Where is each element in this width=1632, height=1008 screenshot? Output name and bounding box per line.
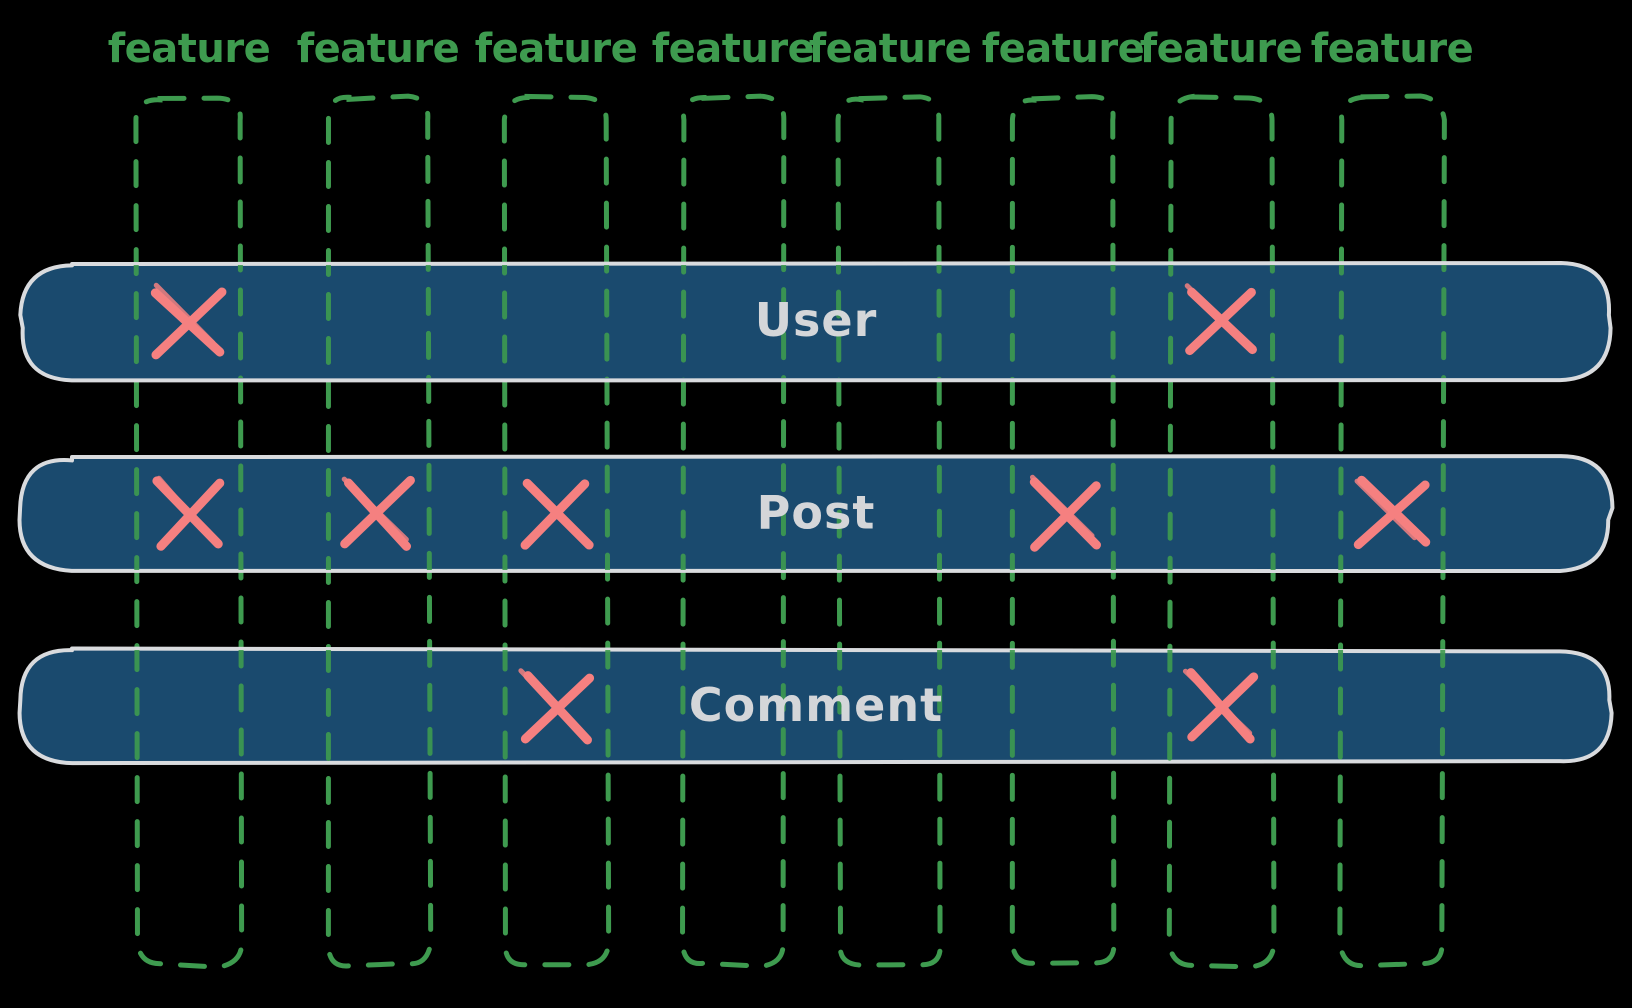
feature-label-4: feature [652, 26, 814, 72]
x-mark[interactable] [152, 475, 225, 551]
entity-row-label: User [755, 293, 878, 347]
entity-row-comment[interactable] [17, 646, 1614, 766]
x-mark[interactable] [150, 282, 227, 360]
feature-column-7[interactable] [1166, 93, 1277, 970]
feature-column-8[interactable] [1337, 93, 1447, 969]
entity-row-user[interactable] [18, 261, 1613, 383]
x-mark[interactable] [1184, 283, 1257, 356]
entity-row-post[interactable] [17, 454, 1615, 573]
x-mark[interactable] [340, 475, 415, 551]
feature-columns-group [133, 93, 1447, 970]
feature-column-2[interactable] [325, 93, 434, 969]
feature-column-1[interactable] [133, 95, 245, 970]
feature-column-6[interactable] [1009, 94, 1117, 966]
x-mark[interactable] [1182, 668, 1259, 744]
x-mark[interactable] [1353, 475, 1431, 550]
feature-label-6: feature [982, 26, 1144, 72]
feature-label-1: feature [108, 26, 270, 72]
x-mark[interactable] [518, 668, 595, 745]
entity-rows-group [17, 261, 1615, 766]
feature-marks-group [150, 282, 1431, 745]
feature-column-3[interactable] [501, 93, 612, 968]
entity-row-label: Post [757, 486, 876, 540]
entity-row-label: Comment [689, 678, 943, 732]
feature-label-2: feature [297, 26, 459, 72]
feature-column-5[interactable] [835, 94, 943, 968]
feature-label-5: feature [809, 26, 971, 72]
x-mark[interactable] [520, 478, 594, 550]
feature-label-3: feature [475, 26, 637, 72]
feature-column-4[interactable] [680, 93, 787, 969]
feature-label-8: feature [1311, 26, 1473, 72]
feature-label-7: feature [1140, 26, 1302, 72]
x-mark[interactable] [1029, 474, 1101, 552]
